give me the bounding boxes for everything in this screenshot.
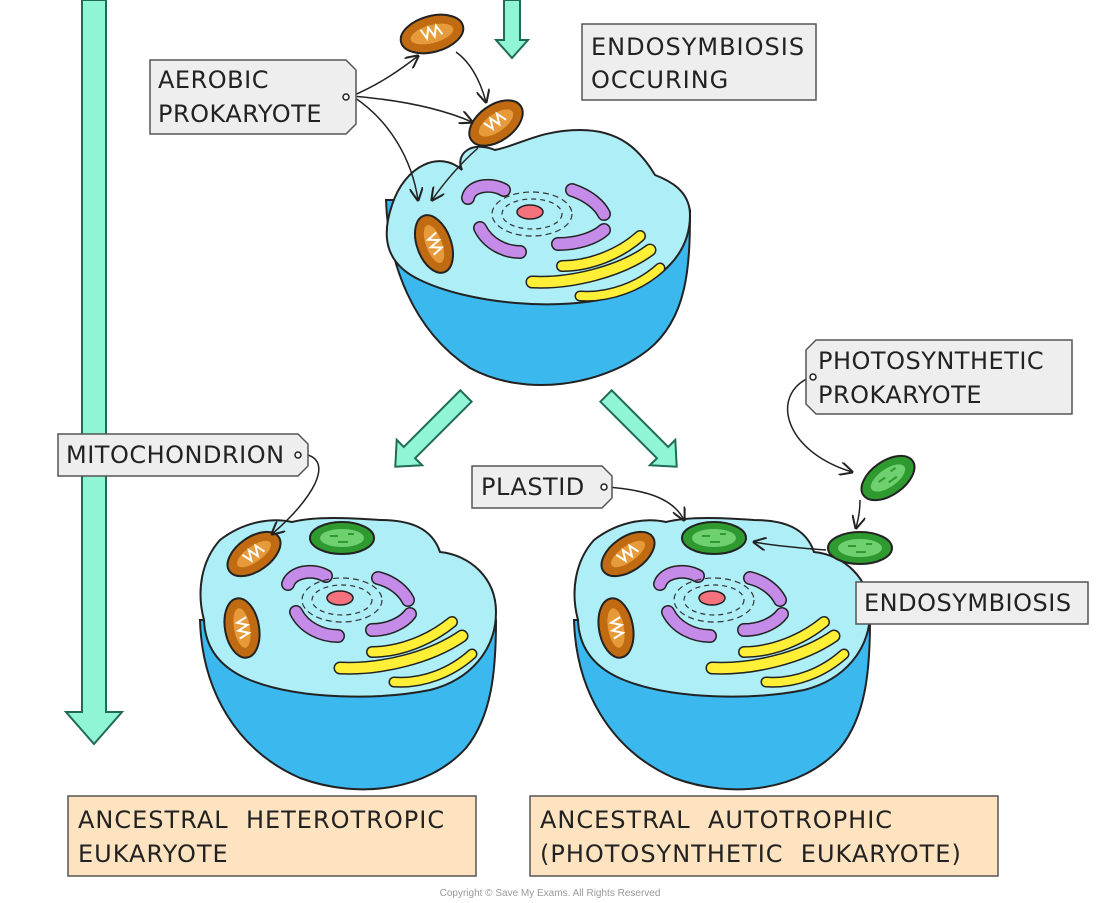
aerobic-prokaryote-line2: PROKARYOTE bbox=[158, 100, 322, 128]
nucleus-top bbox=[491, 191, 573, 237]
endosymbiosis-label: ENDOSYMBIOSIS bbox=[864, 589, 1072, 617]
timeline-arrow bbox=[63, 0, 125, 746]
endosymbiosis-occuring-line2: OCCURING bbox=[591, 66, 729, 94]
aerobic-prokaryote-line1: AEROBIC bbox=[158, 66, 269, 94]
mitochondrion-a bbox=[226, 530, 282, 578]
mitochondrion-c bbox=[600, 530, 656, 578]
engulfed-mitochondrion bbox=[414, 214, 454, 274]
label-aerobic-prokaryote: AEROBIC PROKARYOTE bbox=[149, 59, 357, 135]
split-arrow-left bbox=[394, 388, 474, 468]
copyright: Copyright © Save My Exams. All Rights Re… bbox=[440, 888, 661, 899]
split-arrow-right bbox=[598, 388, 678, 468]
autotrophic-line1: ANCESTRAL AUTOTROPHIC bbox=[540, 806, 893, 834]
label-endosymbiosis-occuring: ENDOSYMBIOSIS OCCURING bbox=[581, 23, 817, 101]
photosynthetic-prokaryote-line1: PHOTOSYNTHETIC bbox=[818, 347, 1044, 375]
label-mitochondrion: MITOCHONDRION bbox=[57, 433, 309, 477]
golgi-top bbox=[525, 230, 666, 302]
heterotrophic-cell bbox=[198, 517, 498, 791]
heterotropic-line2: EUKARYOTE bbox=[78, 840, 229, 868]
incoming-arrow bbox=[493, 0, 531, 60]
label-endosymbiosis: ENDOSYMBIOSIS bbox=[855, 581, 1089, 625]
mitochondrion-b bbox=[223, 597, 261, 659]
plastid-chloroplast bbox=[681, 521, 747, 555]
free-aerobic-prokaryote-1 bbox=[399, 13, 465, 55]
free-aerobic-prokaryote-2 bbox=[468, 99, 524, 147]
endosymbiosis-occuring-line1: ENDOSYMBIOSIS bbox=[591, 33, 805, 61]
result-heterotropic: ANCESTRAL HETEROTROPIC EUKARYOTE bbox=[67, 795, 477, 877]
free-photosynthetic-prokaryote-1 bbox=[860, 454, 916, 502]
result-autotrophic: ANCESTRAL AUTOTROPHIC (PHOTOSYNTHETIC EU… bbox=[529, 795, 999, 877]
photosynthetic-prokaryote-line2: PROKARYOTE bbox=[818, 381, 982, 409]
host-cell-top bbox=[384, 128, 692, 386]
heterotropic-line1: ANCESTRAL HETEROTROPIC bbox=[78, 806, 445, 834]
plastid-label: PLASTID bbox=[481, 473, 585, 501]
autotrophic-cell bbox=[572, 517, 872, 791]
free-photosynthetic-prokaryote-2 bbox=[827, 531, 893, 565]
mitochondrion-d bbox=[597, 597, 635, 659]
label-photosynthetic-prokaryote: PHOTOSYNTHETIC PROKARYOTE bbox=[805, 339, 1073, 415]
autotrophic-line2: (PHOTOSYNTHETIC EUKARYOTE) bbox=[540, 840, 962, 868]
label-plastid: PLASTID bbox=[471, 465, 613, 509]
chloroplast-a bbox=[309, 521, 375, 555]
mitochondrion-label: MITOCHONDRION bbox=[66, 441, 285, 469]
label-arrows bbox=[272, 51, 860, 550]
